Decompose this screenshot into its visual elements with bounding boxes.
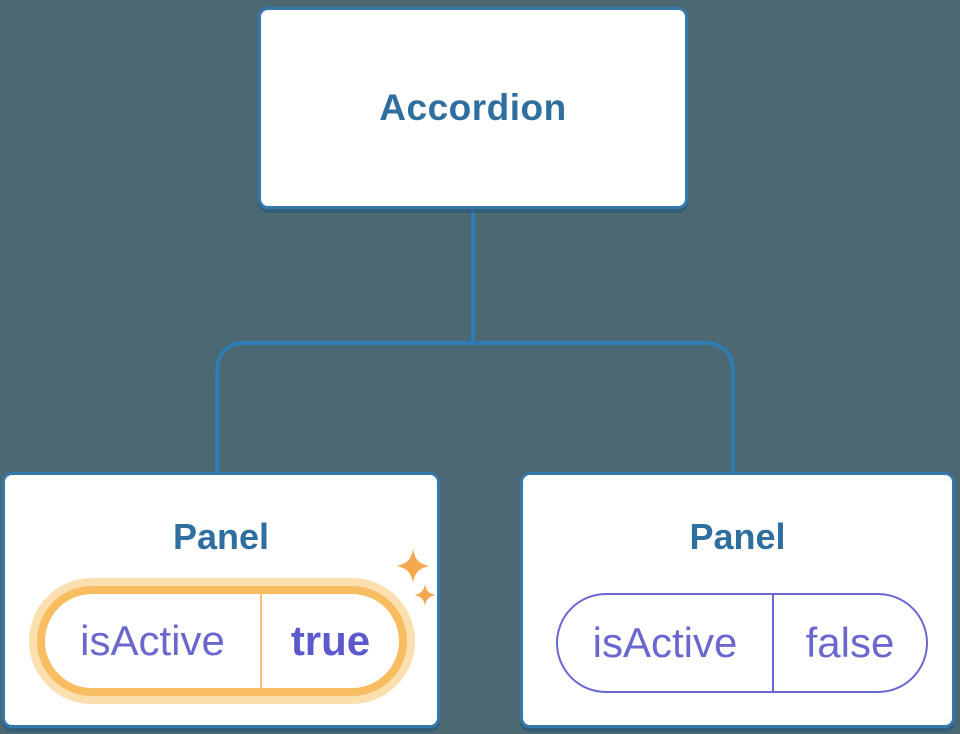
pill-divider [772, 595, 774, 691]
panel-node-label: Panel [689, 516, 786, 557]
connector-bracket [215, 341, 735, 472]
state-pill-active: isActive true [37, 586, 407, 696]
panel-node-label: Panel [172, 516, 270, 557]
pill-divider [260, 594, 262, 688]
accordion-node: Accordion [258, 7, 688, 209]
panel-node-inactive: Panel isActive false [520, 472, 955, 728]
state-key: isActive [80, 617, 225, 664]
accordion-node-label: Accordion [379, 87, 567, 128]
state-value: true [290, 617, 371, 664]
sparkle-icon [396, 549, 430, 583]
panel-node-active: Panel isActive true [2, 472, 440, 728]
state-pill-inactive: isActive false [556, 593, 928, 693]
connector-stem [471, 209, 475, 345]
state-value: false [805, 619, 895, 666]
state-key: isActive [592, 619, 738, 666]
sparkle-icon [414, 584, 436, 606]
